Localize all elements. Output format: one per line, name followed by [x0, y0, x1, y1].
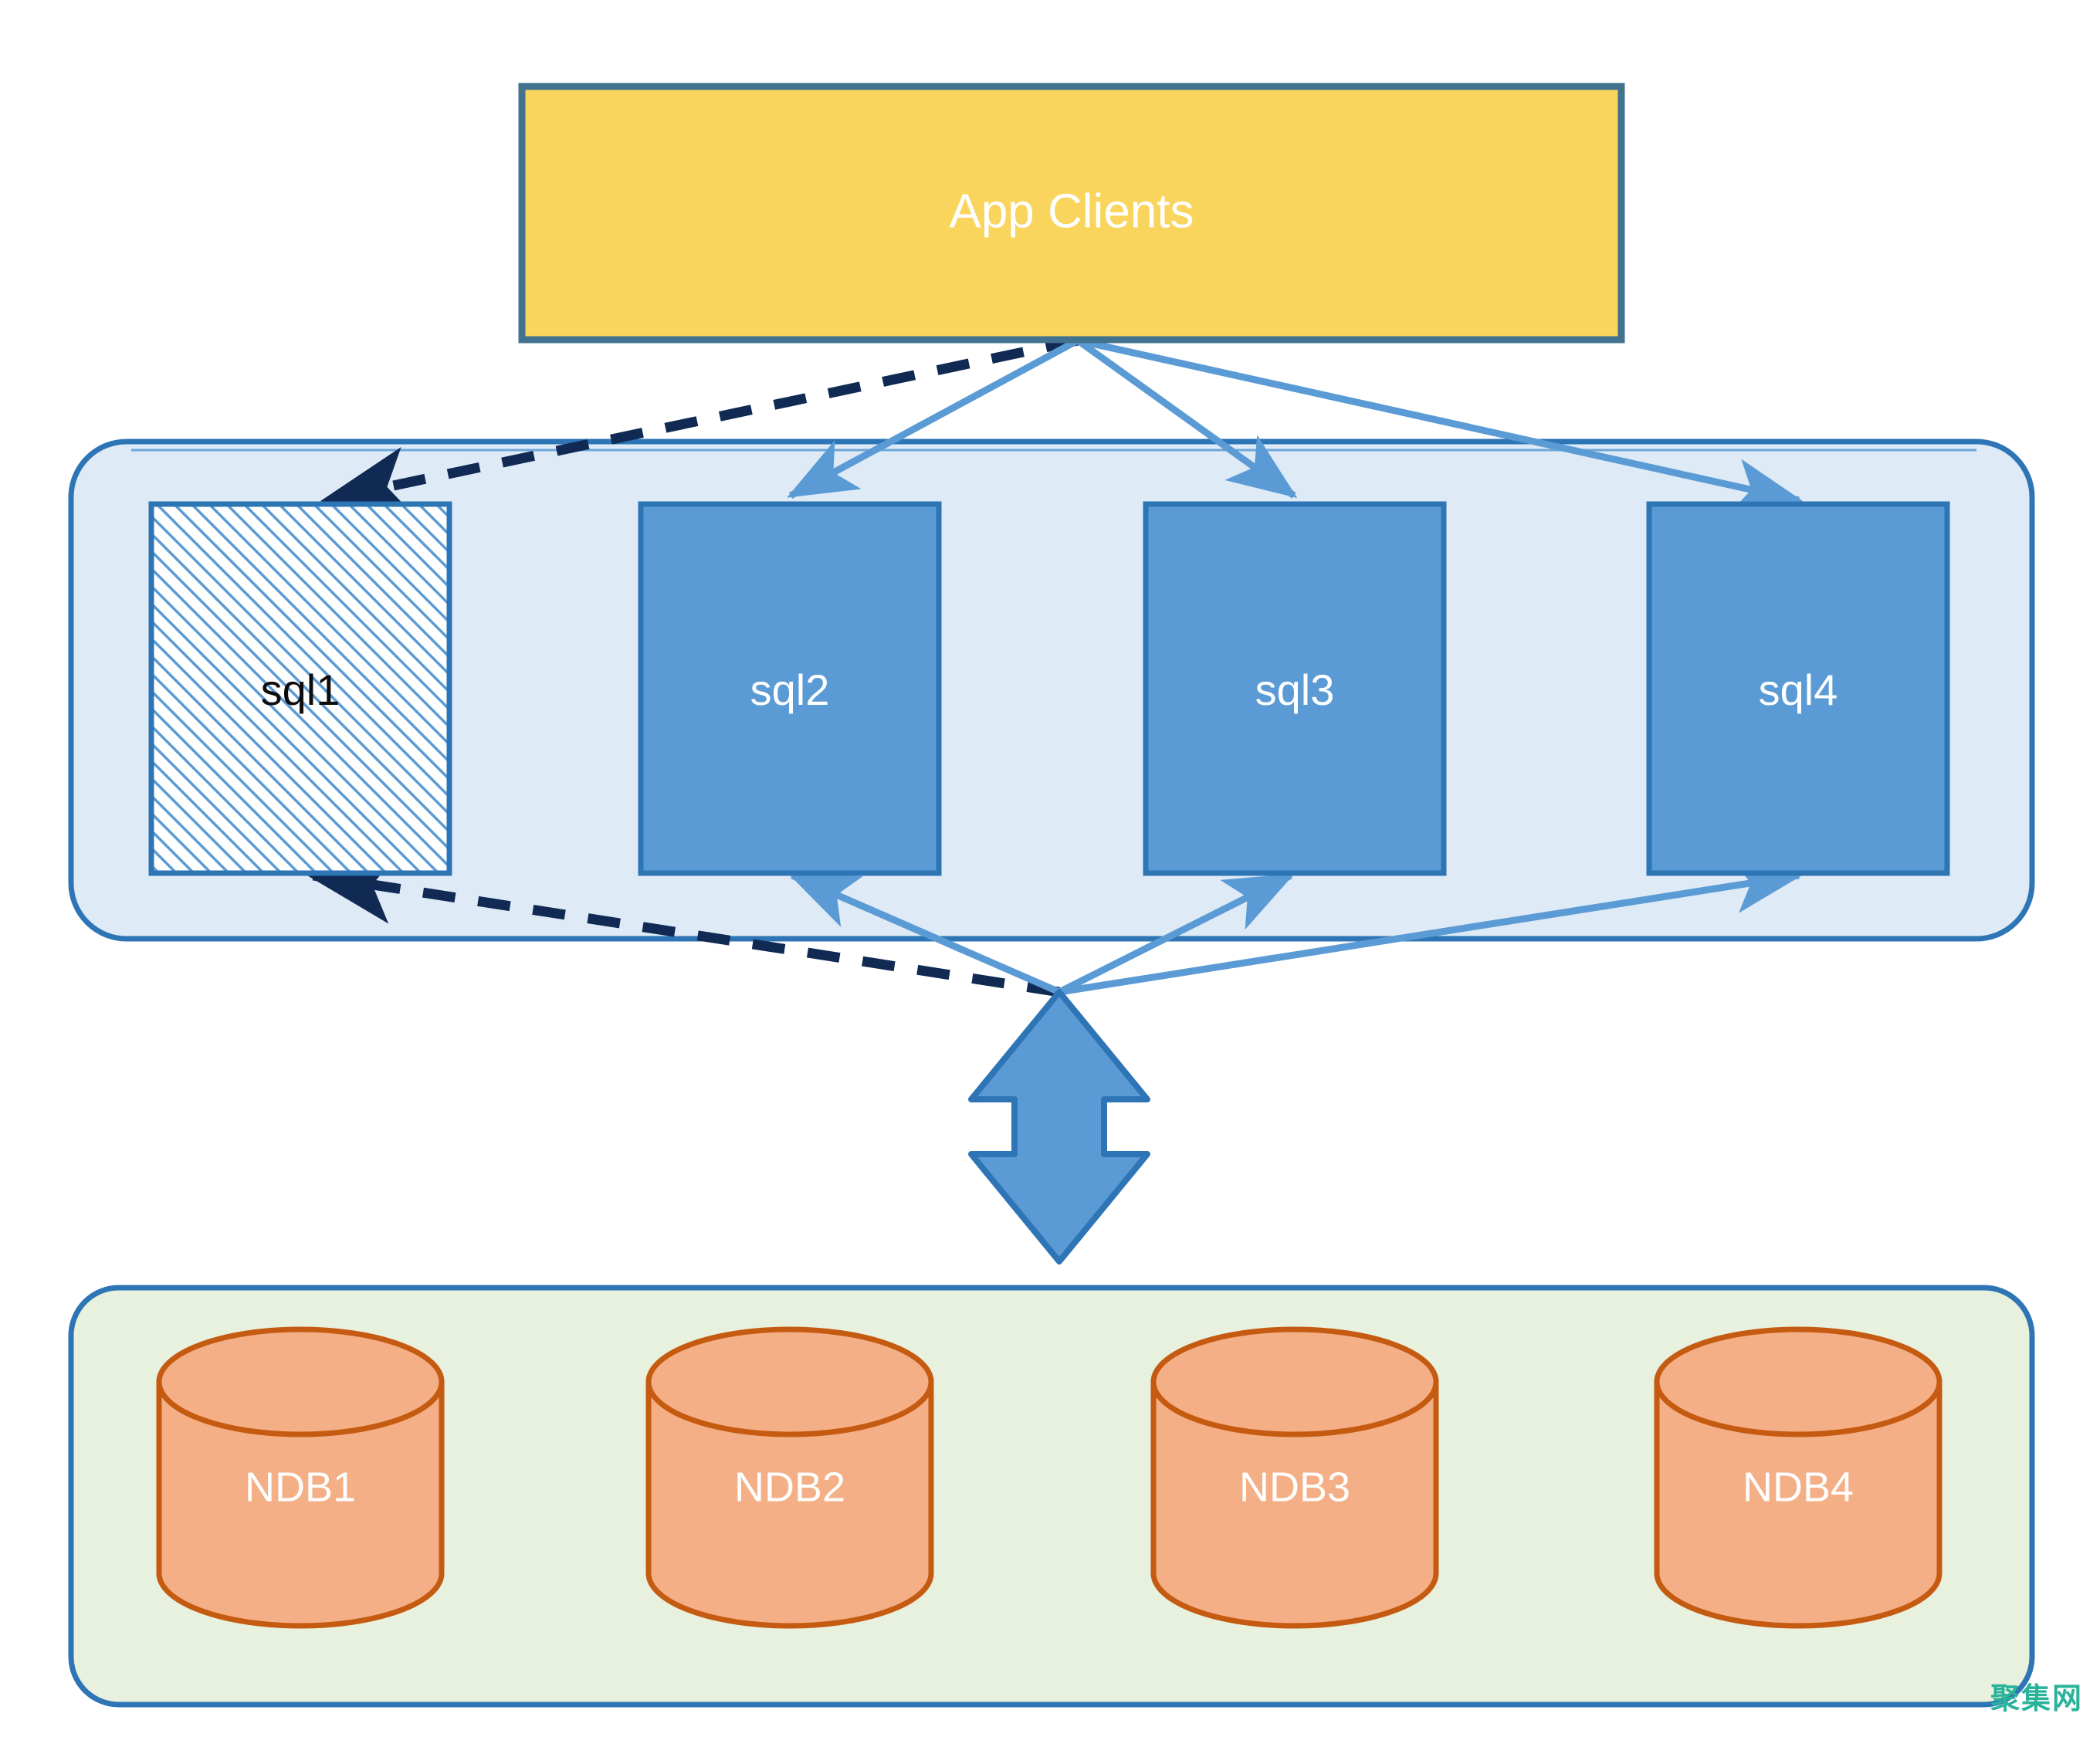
sql-node-sql1[interactable]: sql1	[148, 501, 452, 876]
sql1-box[interactable]	[148, 501, 452, 876]
ndb1-cylinder-body[interactable]	[156, 1379, 445, 1629]
ndb2-cylinder-body[interactable]	[645, 1379, 934, 1629]
sql1-label: sql1	[261, 665, 340, 714]
ndb4-cylinder-top	[1654, 1326, 1942, 1437]
sql-storage-exchange-arrow	[968, 989, 1150, 1265]
ndb-node-ndb1[interactable]: NDB1	[156, 1326, 445, 1629]
ndb4-cylinder-body[interactable]	[1654, 1379, 1942, 1629]
sql3-label: sql3	[1255, 665, 1335, 714]
ndb-node-ndb4[interactable]: NDB4	[1654, 1326, 1942, 1629]
ndb3-label: NDB3	[1239, 1464, 1350, 1510]
sql-layer-panel-bg	[68, 438, 2035, 942]
app-clients-node[interactable]: App Clients	[518, 83, 1625, 344]
ndb3-cylinder-body[interactable]	[1150, 1379, 1439, 1629]
sql4-box[interactable]	[1646, 501, 1950, 876]
ndb-node-ndb3[interactable]: NDB3	[1150, 1326, 1439, 1629]
ndb4-label: NDB4	[1743, 1464, 1854, 1510]
data-layer-panel-bg	[68, 1285, 2035, 1708]
ndb1-label: NDB1	[245, 1464, 356, 1510]
connector-clients-to-sql2	[787, 337, 1080, 499]
connector-storage-to-sql1-dashed	[304, 852, 1061, 997]
ndb1-cylinder-top	[156, 1326, 445, 1437]
sql-layer-panel	[68, 438, 2035, 942]
ndb2-label: NDB2	[734, 1464, 845, 1510]
connector-storage-to-sql2	[788, 872, 1061, 996]
sql-node-sql2[interactable]: sql2	[638, 501, 942, 876]
ndb3-cylinder-top	[1150, 1326, 1439, 1437]
connector-clients-to-sql1-dashed	[320, 335, 1079, 518]
connector-storage-to-sql4	[1058, 858, 1804, 996]
app-clients-box[interactable]	[518, 83, 1625, 344]
sql-to-storage-connectors	[304, 852, 1804, 997]
sql2-box[interactable]	[638, 501, 942, 876]
connector-clients-to-sql4	[1077, 337, 1804, 513]
sql4-label: sql4	[1759, 665, 1838, 714]
sql2-label: sql2	[750, 665, 830, 714]
watermark: 聚集网	[1990, 1681, 2083, 1715]
client-to-sql-connectors	[320, 335, 1804, 518]
sql3-box[interactable]	[1143, 501, 1447, 876]
connector-storage-to-sql3	[1057, 872, 1295, 996]
sql-node-sql4[interactable]: sql4	[1646, 501, 1950, 876]
data-layer-panel	[68, 1285, 2035, 1708]
connector-clients-to-sql3	[1075, 337, 1298, 499]
sql-node-sql3[interactable]: sql3	[1143, 501, 1447, 876]
ndb-node-ndb2[interactable]: NDB2	[645, 1326, 934, 1629]
double-headed-arrow-icon	[968, 989, 1150, 1265]
app-clients-label: App Clients	[949, 185, 1194, 238]
ndb2-cylinder-top	[645, 1326, 934, 1437]
